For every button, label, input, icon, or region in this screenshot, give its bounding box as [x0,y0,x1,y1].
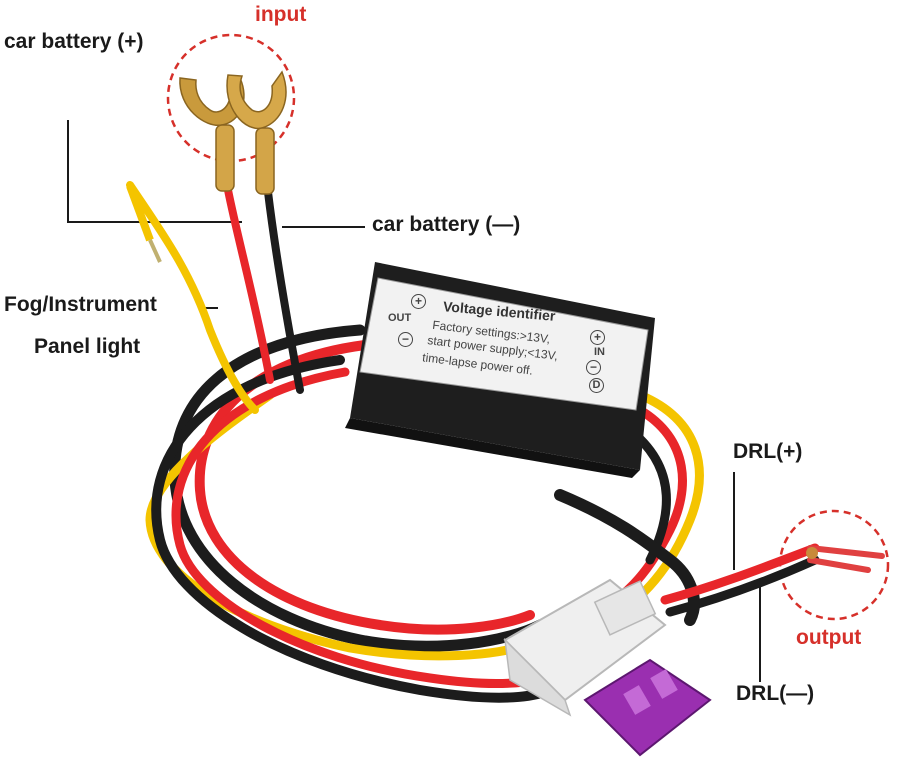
output-label: output [796,626,862,649]
module-in-plus-icon: + [590,330,605,345]
module-out-minus-icon: − [398,332,413,347]
input-label: input [255,3,307,26]
car-battery-minus-label: car battery (—) [372,213,521,236]
module-in-minus-icon: − [586,360,601,375]
fog-instrument-label: Fog/Instrument [4,293,157,316]
module-d-label: D [589,378,604,393]
voltage-module [345,262,655,478]
input-wires [126,181,304,414]
fuse [583,658,712,757]
panel-light-label: Panel light [34,335,141,358]
callout-lines [67,120,761,682]
drl-plus-label: DRL(+) [733,440,803,463]
ring-terminals [126,70,287,263]
module-out-label: OUT [388,312,412,324]
output-wires [660,543,885,617]
module-in-label: IN [594,346,605,358]
drl-minus-label: DRL(—) [736,682,815,705]
car-battery-plus-label: car battery (+) [4,30,144,53]
fuse-holder [503,578,667,717]
module-out-plus-icon: + [411,294,426,309]
